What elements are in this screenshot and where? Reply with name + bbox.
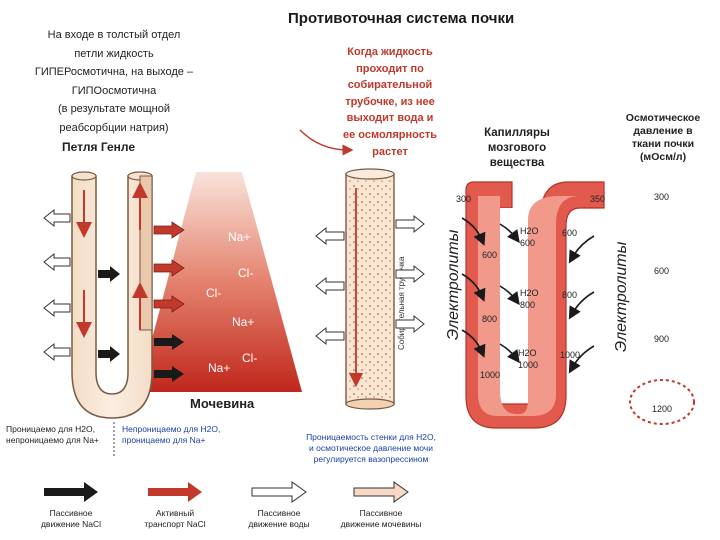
cap-line: вещества bbox=[489, 157, 545, 169]
cap-left-value: 1000 bbox=[480, 370, 500, 380]
osmotic-value: 600 bbox=[654, 266, 669, 276]
legend-line: Пассивное bbox=[359, 508, 403, 518]
legend-item: Пассивное движение воды bbox=[236, 508, 322, 530]
note-line: и осмотическое давление мочи bbox=[309, 443, 433, 453]
legend-arrow bbox=[44, 482, 98, 502]
legend-arrow bbox=[251, 481, 307, 503]
thick-ascending-limb bbox=[139, 175, 153, 331]
cap-left-value: 600 bbox=[482, 250, 497, 260]
intro-line: ГИПЕРосмотична, на выходе – bbox=[34, 66, 194, 78]
legend bbox=[44, 481, 409, 503]
water-label: H2O bbox=[520, 288, 539, 298]
note-ascending: Непроницаемо для H2O, проницаемо для Na+ bbox=[122, 424, 242, 446]
legend-line: транспорт NaCl bbox=[144, 519, 206, 529]
water-efflux-arrows bbox=[43, 208, 71, 362]
note-line: Непроницаемо для H2O, bbox=[122, 424, 221, 434]
ion-na: Na+ bbox=[228, 230, 250, 244]
intro-text: На входе в толстый отдел петли жидкость … bbox=[14, 26, 214, 137]
note-line: Проницаемо для H2O, bbox=[6, 424, 95, 434]
intro-line: ГИПОосмотична bbox=[71, 84, 157, 97]
osmotic-value: 300 bbox=[654, 192, 669, 202]
duct-water-arrows bbox=[315, 214, 425, 346]
collect-line: проходит по bbox=[356, 62, 424, 75]
electrolytes-label-right: Электролиты bbox=[613, 241, 630, 352]
water-label: H2O bbox=[520, 226, 539, 236]
note-line: непроницаемо для Na+ bbox=[6, 435, 99, 445]
legend-arrow bbox=[353, 481, 409, 503]
osm-line: Осмотическое bbox=[625, 112, 701, 124]
cap-right-value: 800 bbox=[562, 290, 577, 300]
cap-line: мозгового bbox=[487, 142, 547, 154]
collect-line: выходит вода и bbox=[346, 112, 434, 125]
legend-line: движение воды bbox=[248, 519, 310, 529]
collect-line: трубочке, из нее bbox=[345, 95, 435, 108]
intro-line: реабсорбции натрия) bbox=[59, 121, 169, 134]
legend-arrow bbox=[148, 482, 202, 502]
note-line: проницаемо для Na+ bbox=[122, 435, 206, 445]
intro-line: петли жидкость bbox=[74, 47, 154, 60]
cap-line: Капилляры bbox=[484, 127, 550, 139]
legend-item: Пассивное движение NaCl bbox=[28, 508, 114, 530]
note-line: регулируется вазопрессином bbox=[313, 454, 429, 464]
loop-of-henle-label: Петля Генле bbox=[62, 140, 136, 154]
legend-item: Активный транспорт NaCl bbox=[132, 508, 218, 530]
collect-line: ее осмолярность bbox=[342, 128, 438, 141]
osmotic-pressure-label: Осмотическое давление в ткани почки (мОс… bbox=[610, 112, 716, 164]
legend-line: движение NaCl bbox=[40, 519, 102, 529]
legend-line: Пассивное bbox=[49, 508, 93, 518]
note-line: Проницаемость стенки для H2O, bbox=[306, 432, 436, 442]
legend-item: Пассивное движение мочевины bbox=[338, 508, 424, 530]
capillaries-label: Капилляры мозгового вещества bbox=[472, 126, 562, 171]
max-osmolarity-circle bbox=[629, 379, 695, 425]
ion-na: Na+ bbox=[232, 315, 254, 329]
collect-line: Когда жидкость bbox=[347, 46, 433, 58]
collecting-duct-bottom bbox=[345, 398, 395, 410]
legend-line: движение мочевины bbox=[340, 519, 422, 529]
note-pointer-arrow bbox=[299, 129, 354, 156]
legend-line: Активный bbox=[155, 508, 195, 518]
collecting-duct-label: Собирательная трубочка bbox=[397, 256, 406, 350]
ion-cl: Cl- bbox=[238, 266, 253, 280]
cap-mid-value: 1000 bbox=[518, 360, 538, 370]
water-label: H2O bbox=[518, 348, 537, 358]
note-descending: Проницаемо для H2O, непроницаемо для Na+ bbox=[6, 424, 110, 446]
cap-right-value: 350 bbox=[590, 194, 605, 204]
osm-line: (мОсм/л) bbox=[639, 151, 687, 163]
legend-line: Пассивное bbox=[257, 508, 301, 518]
urea-label: Мочевина bbox=[190, 396, 255, 411]
collecting-duct-note: Когда жидкость проходит по собирательной… bbox=[330, 44, 450, 160]
cap-left-value: 300 bbox=[456, 194, 471, 204]
collect-line: собирательной bbox=[347, 79, 433, 92]
ion-cl: Cl- bbox=[206, 286, 221, 300]
cap-mid-value: 600 bbox=[520, 238, 535, 248]
collecting-duct-dots bbox=[346, 174, 394, 404]
cap-mid-value: 800 bbox=[520, 300, 535, 310]
collect-line: растет bbox=[372, 145, 408, 158]
note-vasopressin: Проницаемость стенки для H2O, и осмотиче… bbox=[286, 432, 456, 465]
nacl-transport-arrows bbox=[98, 221, 185, 382]
loop-descending-opening bbox=[71, 171, 97, 181]
cap-right-value: 600 bbox=[562, 228, 577, 238]
capillary-flux-arrows bbox=[461, 217, 595, 374]
interstitium-gradient bbox=[138, 172, 302, 392]
intro-line: На входе в толстый отдел bbox=[47, 29, 181, 41]
osmotic-value: 900 bbox=[654, 334, 669, 344]
cap-left-value: 800 bbox=[482, 314, 497, 324]
collecting-duct-opening bbox=[345, 168, 395, 180]
osmotic-value: 1200 bbox=[652, 404, 672, 414]
ion-na: Na+ bbox=[208, 361, 230, 375]
intro-line: (в результате мощной bbox=[58, 103, 170, 115]
cap-right-value: 1000 bbox=[560, 350, 580, 360]
page-title: Противоточная система почки bbox=[288, 10, 515, 27]
electrolytes-label-left: Электролиты bbox=[445, 229, 462, 340]
ion-cl: Cl- bbox=[242, 351, 257, 365]
osm-line: ткани почки bbox=[631, 138, 695, 150]
osm-line: давление в bbox=[633, 125, 693, 137]
